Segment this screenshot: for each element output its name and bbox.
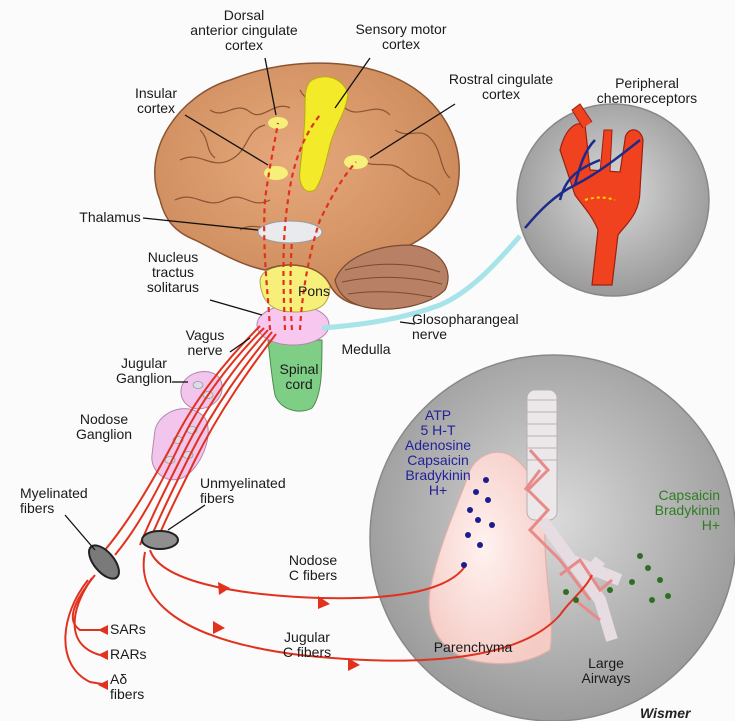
- label-sars: SARs: [110, 622, 160, 637]
- label-nodose-ganglion: Nodose Ganglion: [72, 412, 136, 442]
- thalamus-shape: [258, 221, 322, 243]
- label-nodose-c-fibers: Nodose C fibers: [276, 553, 350, 583]
- insular-spot: [264, 166, 288, 180]
- label-medulla: Medulla: [334, 342, 398, 357]
- label-nucleus-tractus-solitarus: Nucleus tractus solitarus: [138, 250, 208, 295]
- label-large-airways: Large Airways: [574, 656, 638, 686]
- label-spinal-cord: Spinal cord: [274, 362, 324, 392]
- label-blue-stimuli: ATP 5 H-T Adenosine Capsaicin Bradykinin…: [390, 408, 486, 498]
- label-myelinated-fibers: Myelinated fibers: [20, 486, 108, 516]
- label-rars: RARs: [110, 647, 160, 662]
- label-jugular-c-fibers: Jugular C fibers: [270, 630, 344, 660]
- label-vagus-nerve: Vagus nerve: [178, 328, 232, 358]
- label-parenchyma: Parenchyma: [425, 640, 521, 655]
- label-insular-cortex: Insular cortex: [124, 86, 188, 116]
- unmyelinated-fiber-cross-section: [142, 531, 178, 549]
- watermark: Wismer: [640, 706, 735, 721]
- label-pons: Pons: [294, 284, 334, 299]
- label-thalamus: Thalamus: [70, 210, 150, 225]
- label-rostral-cingulate-cortex: Rostral cingulate cortex: [426, 72, 576, 102]
- label-glossopharyngeal-nerve: Glosopharangeal nerve: [412, 312, 536, 342]
- label-jugular-ganglion: Jugular Ganglion: [112, 356, 176, 386]
- label-ad-fibers: Aδ fibers: [110, 672, 160, 702]
- myelinated-fiber-cross-section: [83, 540, 124, 583]
- label-unmyelinated-fibers: Unmyelinated fibers: [200, 476, 324, 506]
- label-dorsal-acc: Dorsal anterior cingulate cortex: [170, 8, 318, 53]
- label-peripheral-chemoreceptors: Peripheral chemoreceptors: [582, 76, 712, 106]
- label-sensory-motor-cortex: Sensory motor cortex: [342, 22, 460, 52]
- label-green-stimuli: Capsaicin Bradykinin H+: [614, 488, 720, 533]
